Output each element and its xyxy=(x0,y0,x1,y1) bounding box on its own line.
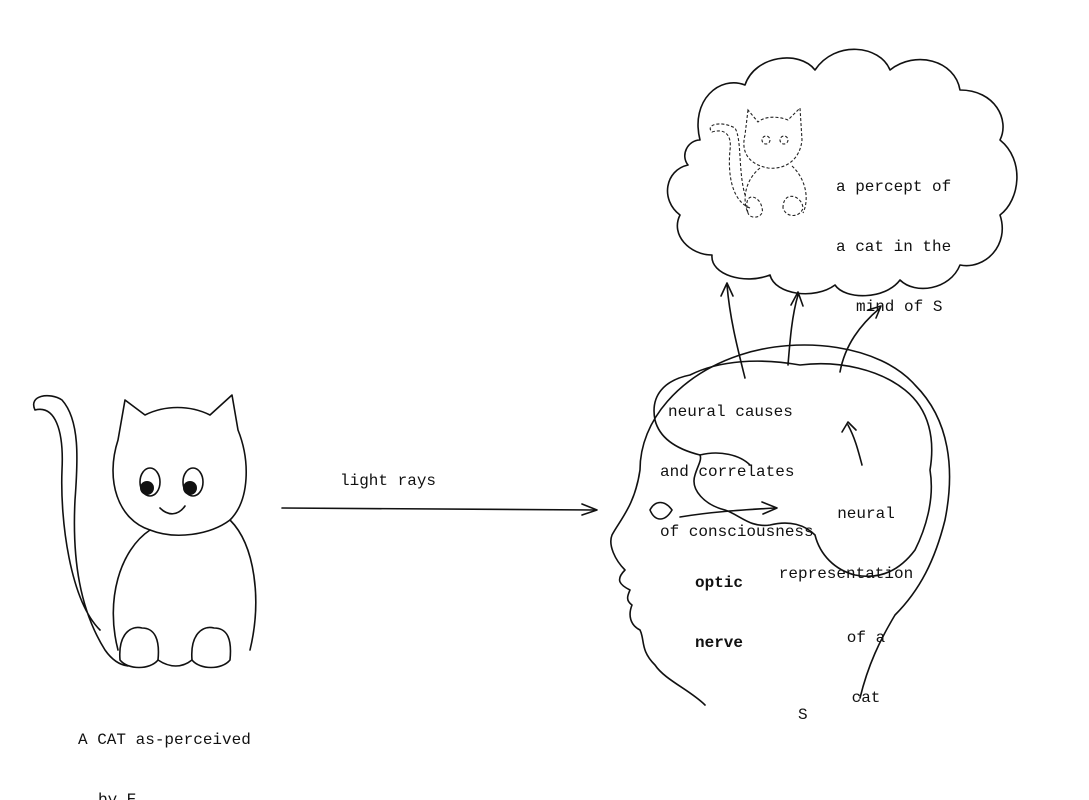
ncc-label: neural causes and correlates of consciou… xyxy=(660,362,814,562)
brain-outline xyxy=(653,360,933,577)
ncc-line: neural causes xyxy=(668,403,793,421)
optic-nerve-arrow xyxy=(679,501,778,518)
representation-line: of a xyxy=(846,629,886,647)
ncc-to-percept-arrows xyxy=(720,282,882,379)
cat-caption-line: A CAT as-perceived xyxy=(78,731,251,749)
percept-line: mind of S xyxy=(856,298,943,316)
percept-line: a percept of xyxy=(836,178,952,196)
representation-line: representation xyxy=(778,565,914,583)
percept-label: a percept of a cat in the mind of S xyxy=(836,137,951,337)
cat-illustration xyxy=(32,394,257,669)
optic-nerve-label: optic nerve xyxy=(695,533,743,673)
subject-label: S xyxy=(798,706,808,724)
dashed-cat-percept-icon xyxy=(709,106,807,218)
representation-label: neural representation of a cat xyxy=(756,464,936,728)
cat-caption-line: by E xyxy=(98,791,137,800)
ncc-line: of consciousness xyxy=(660,523,814,541)
light-rays-label: light rays xyxy=(340,472,437,490)
representation-line: cat xyxy=(851,689,881,707)
representation-line: neural xyxy=(837,505,895,523)
optic-nerve-line: nerve xyxy=(695,634,744,652)
optic-nerve-line: optic xyxy=(695,574,744,592)
thought-cloud xyxy=(666,48,1018,297)
percept-line: a cat in the xyxy=(836,238,952,256)
representation-to-ncc-arrow xyxy=(841,421,863,466)
ncc-line: and correlates xyxy=(660,463,795,481)
head-profile xyxy=(610,344,951,706)
light-rays-arrow xyxy=(281,503,598,516)
cat-caption: A CAT as-perceived by E xyxy=(78,690,251,800)
